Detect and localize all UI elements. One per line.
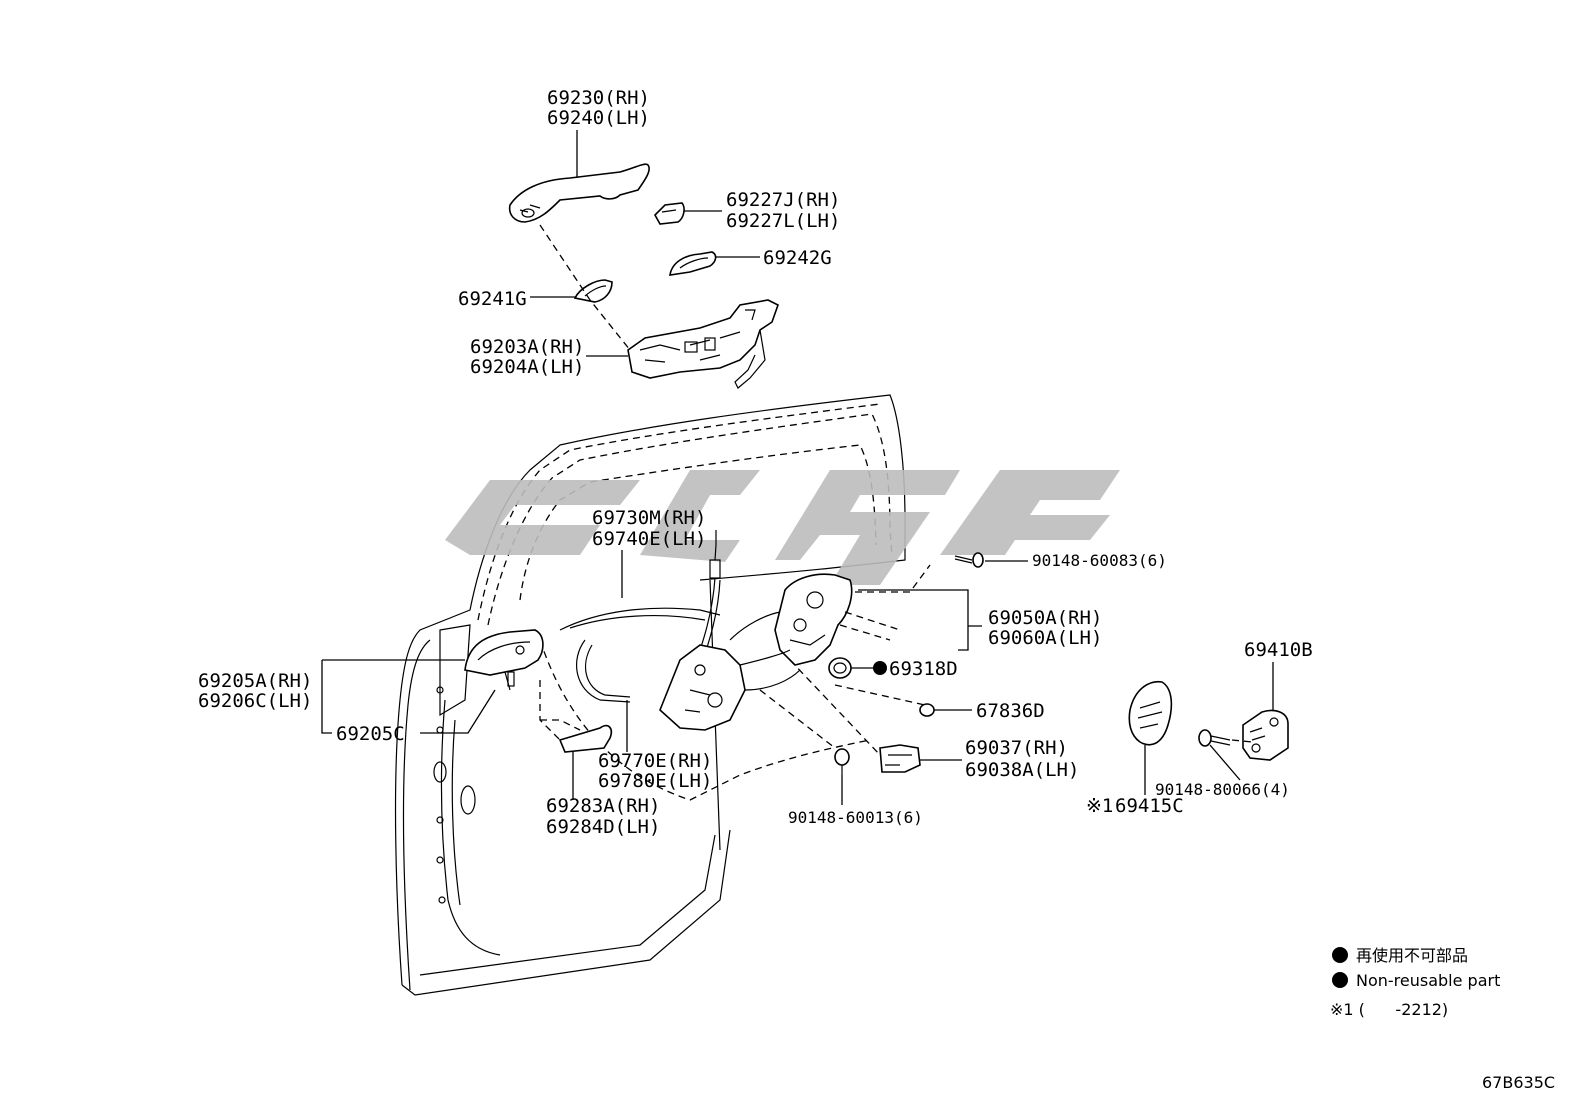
handle-cap: [654, 202, 685, 225]
label-cable-rh: 69730M(RH): [592, 507, 706, 529]
label-cover-lh: 69284D(LH): [546, 816, 660, 838]
diagram-code: 67B635C: [1482, 1073, 1555, 1092]
label-striker-cover: 69415C: [1115, 795, 1184, 817]
outer-handle: [508, 163, 650, 223]
label-screw-60083: 90148-60083(6): [1032, 551, 1167, 570]
handle-cover: [558, 724, 613, 753]
inner-handle: [464, 629, 544, 691]
non-reusable-dot-icon: [873, 661, 887, 675]
label-screw-80066: 90148-80066(4): [1155, 780, 1290, 799]
handle-frame: [627, 299, 779, 389]
hole-plug: [919, 703, 935, 717]
label-pad-241: 69241G: [458, 288, 527, 310]
label-frame-lh: 69204A(LH): [470, 356, 584, 378]
label-cable2-rh: 69770E(RH): [598, 750, 712, 772]
screw-60083: [954, 552, 984, 568]
label-seal: 69318D: [889, 658, 958, 680]
legend-non-reusable-jp: 再使用不可部品: [1356, 946, 1468, 965]
label-inner-handle-c: 69205C: [336, 723, 405, 745]
label-screw-60013: 90148-60013(6): [788, 808, 923, 827]
label-cap-rh: 69227J(RH): [726, 189, 840, 211]
handle-pad-g: [669, 251, 717, 276]
label-outer-handle-lh: 69240(LH): [547, 107, 650, 129]
legend-note: ※1 ( -2212): [1330, 1000, 1448, 1019]
label-striker: 69410B: [1244, 639, 1313, 661]
screw-60013: [834, 748, 850, 775]
label-lock-rh: 69050A(RH): [988, 607, 1102, 629]
legend: 再使用不可部品 Non-reusable part ※1 ( -2212): [1330, 946, 1500, 1019]
door-striker: [1242, 709, 1289, 761]
label-protector-rh: 69037(RH): [965, 737, 1068, 759]
seal-ring: [828, 657, 852, 679]
label-protector-lh: 69038A(LH): [965, 759, 1079, 781]
handle-pad-241: [573, 279, 613, 303]
label-lock-lh: 69060A(LH): [988, 627, 1102, 649]
label-note-mark: ※1: [1086, 795, 1113, 817]
striker-cover: [1128, 680, 1173, 746]
label-cover-rh: 69283A(RH): [546, 795, 660, 817]
legend-non-reusable-en: Non-reusable part: [1356, 971, 1500, 990]
non-reusable-dot-icon: [1332, 972, 1348, 988]
door-lock-assembly: [659, 573, 853, 731]
label-inner-handle-lh: 69206C(LH): [198, 690, 312, 712]
non-reusable-dot-icon: [1332, 947, 1348, 963]
label-inner-handle-rh: 69205A(RH): [198, 670, 312, 692]
label-cable-lh: 69740E(LH): [592, 528, 706, 550]
label-plug: 67836D: [976, 700, 1045, 722]
lock-protector: [879, 744, 921, 773]
label-frame-rh: 69203A(RH): [470, 336, 584, 358]
watermark-logo: [445, 470, 1120, 585]
screw-80066: [1198, 729, 1231, 747]
label-outer-handle-rh: 69230(RH): [547, 87, 650, 109]
label-pad-g: 69242G: [763, 247, 832, 269]
label-cap-lh: 69227L(LH): [726, 210, 840, 232]
label-cable2-lh: 69780E(LH): [598, 770, 712, 792]
